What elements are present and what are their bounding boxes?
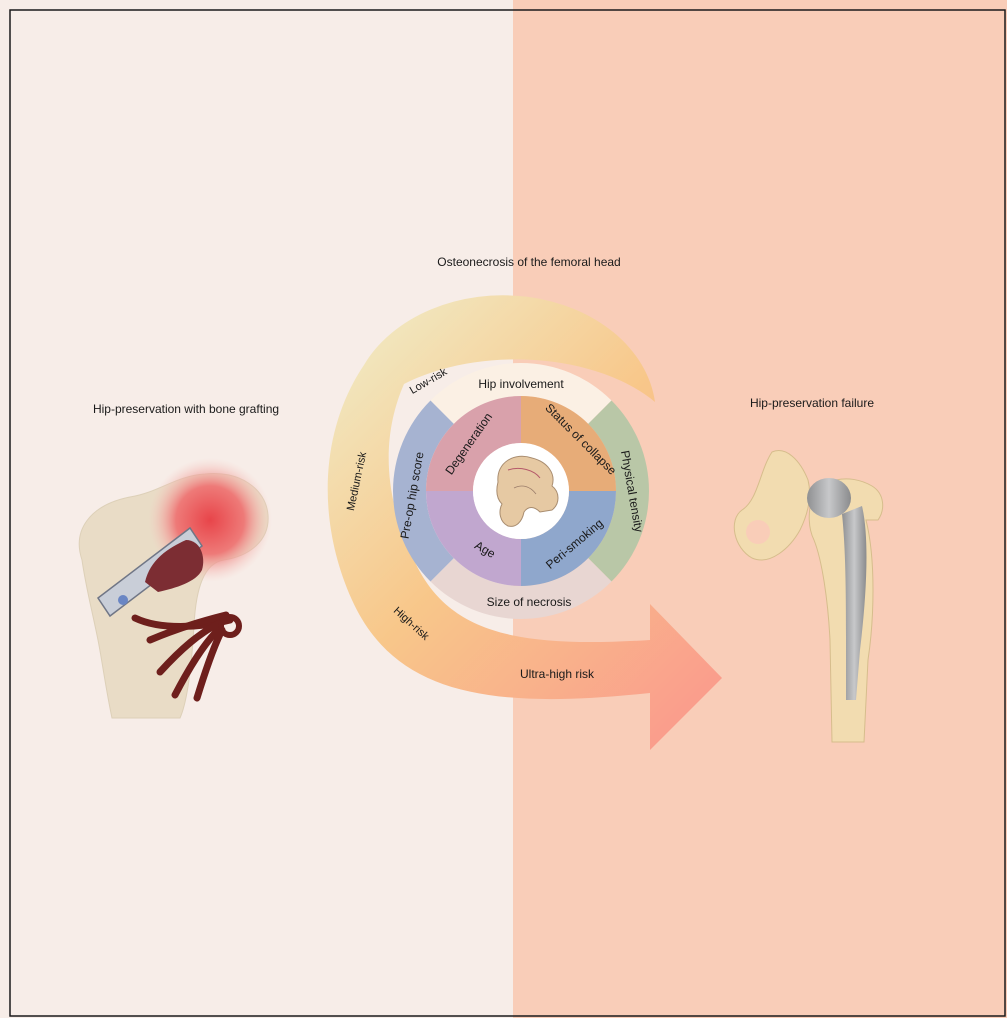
left-caption: Hip-preservation with bone grafting: [93, 402, 279, 416]
prosthetic-head: [807, 478, 851, 518]
risk-label-ultra-high: Ultra-high risk: [520, 667, 595, 681]
factor-label-hip-involvement: Hip involvement: [478, 377, 564, 391]
right-caption: Hip-preservation failure: [750, 396, 874, 410]
diagram-title: Osteonecrosis of the femoral head: [437, 255, 620, 269]
factor-label-size-of-necrosis: Size of necrosis: [487, 595, 572, 609]
